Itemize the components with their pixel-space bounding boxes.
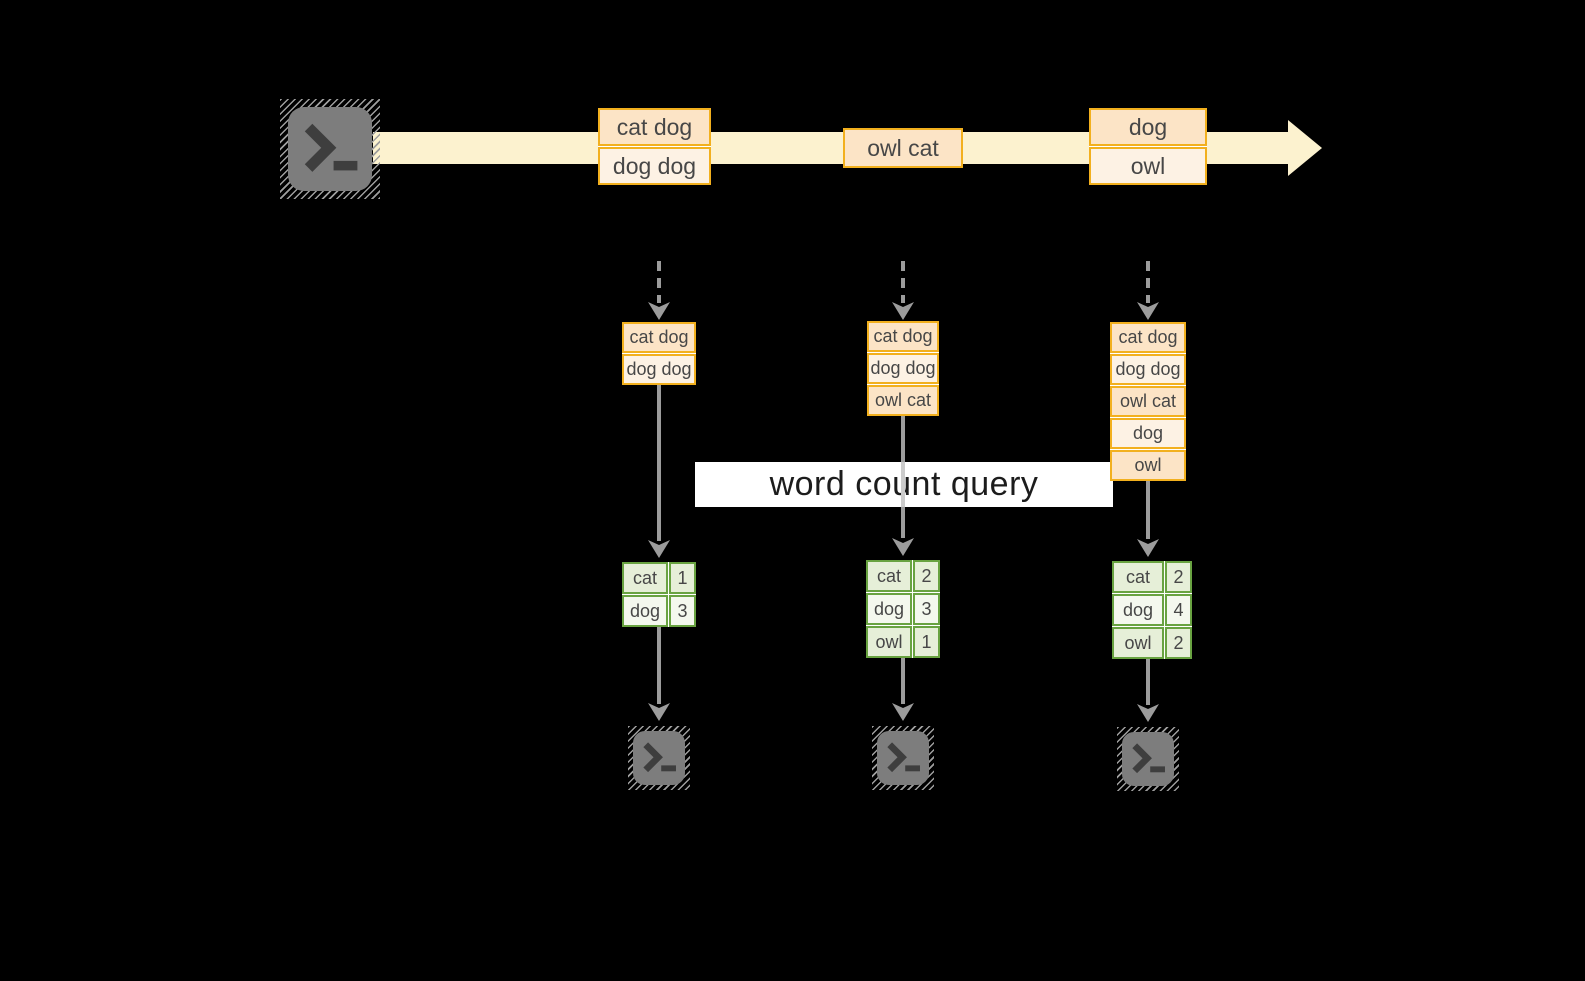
terminal-prompt-icon [1132,743,1165,774]
record-cell: cat dog [867,321,939,352]
table-row: owl 1 [866,626,940,658]
query-arrowhead-icon [892,538,914,556]
table-row: dog 3 [622,595,696,627]
count-cell: 2 [913,560,940,592]
record-cell: cat dog [622,322,696,353]
record-cell: dog [1110,418,1186,449]
record-cell: owl cat [1110,386,1186,417]
record-cell: owl [1089,147,1207,185]
result-table-3: cat 2 dog 4 owl 2 [1112,561,1192,659]
record-cell: dog dog [1110,354,1186,385]
count-cell: 2 [1165,561,1192,593]
emit-arrowhead-icon [892,703,914,721]
record-batch-1: cat dog dog dog [598,108,711,185]
output-terminal-icon [872,726,934,790]
output-terminal-icon [1117,727,1179,791]
count-cell: 4 [1165,594,1192,626]
record-cell: owl cat [867,385,939,416]
table-row: dog 4 [1112,594,1192,626]
emit-arrowhead-icon [1137,704,1159,722]
ingest-arrowhead-icon [892,302,914,320]
query-arrowhead-icon [648,540,670,558]
result-table-1: cat 1 dog 3 [622,562,696,627]
stream-timeline-arrowhead-icon [1288,120,1322,176]
record-cell: owl [1110,450,1186,481]
stream-table-2: cat dog dog dog owl cat [867,321,939,416]
emit-arrow-line [901,658,905,704]
table-row: cat 2 [866,560,940,592]
result-table-2: cat 2 dog 3 owl 1 [866,560,940,658]
record-cell: dog dog [598,147,711,185]
query-arrow-line [657,385,661,541]
table-row: owl 2 [1112,627,1192,659]
ingest-arrowhead-icon [1137,302,1159,320]
query-arrow-line [1146,481,1150,539]
table-row: cat 1 [622,562,696,594]
word-cell: owl [1112,627,1164,659]
ingest-arrow-line [901,261,905,303]
count-cell: 1 [669,562,696,594]
word-cell: dog [622,595,668,627]
record-batch-3: dog owl [1089,108,1207,185]
terminal-prompt-icon [643,742,676,773]
query-arrow-overlay-line [901,462,905,507]
word-cell: cat [1112,561,1164,593]
record-cell: dog [1089,108,1207,146]
count-cell: 2 [1165,627,1192,659]
stream-table-1: cat dog dog dog [622,322,696,385]
word-cell: dog [866,593,912,625]
table-row: cat 2 [1112,561,1192,593]
word-cell: owl [866,626,912,658]
terminal-prompt-icon [304,123,358,172]
source-terminal-icon [280,99,380,199]
word-cell: cat [866,560,912,592]
ingest-arrowhead-icon [648,302,670,320]
terminal-prompt-icon [887,742,920,773]
record-batch-2: owl cat [843,128,963,168]
stream-table-3: cat dog dog dog owl cat dog owl [1110,322,1186,481]
record-cell: dog dog [867,353,939,384]
record-cell: cat dog [1110,322,1186,353]
record-cell: dog dog [622,354,696,385]
word-cell: cat [622,562,668,594]
record-cell: owl cat [843,128,963,168]
count-cell: 3 [913,593,940,625]
ingest-arrow-line [657,261,661,303]
emit-arrow-line [1146,659,1150,705]
table-row: dog 3 [866,593,940,625]
count-cell: 1 [913,626,940,658]
emit-arrowhead-icon [648,703,670,721]
word-cell: dog [1112,594,1164,626]
query-arrowhead-icon [1137,539,1159,557]
count-cell: 3 [669,595,696,627]
emit-arrow-line [657,627,661,704]
output-terminal-icon [628,726,690,790]
record-cell: cat dog [598,108,711,146]
ingest-arrow-line [1146,261,1150,303]
